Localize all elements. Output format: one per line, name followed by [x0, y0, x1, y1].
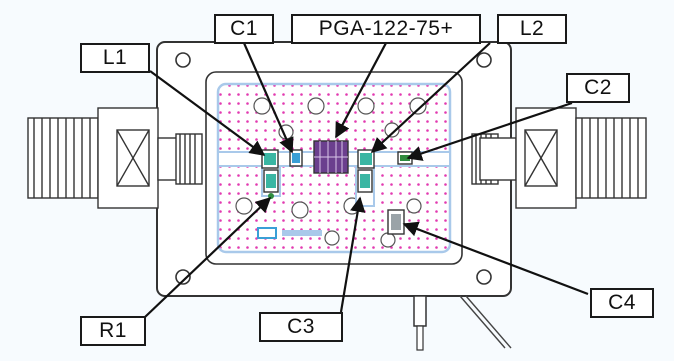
- board-marking-text: [282, 230, 322, 236]
- mounting-hole-icon: [476, 269, 492, 285]
- leader-c3: [339, 196, 366, 313]
- leader-r1: [144, 196, 272, 318]
- label-c1: C1: [214, 14, 274, 44]
- component-ic-pga: [313, 140, 349, 174]
- component-r1: [263, 169, 279, 199]
- label-l1: L1: [80, 43, 150, 73]
- leader-c2: [406, 101, 573, 161]
- component-c3: [357, 169, 373, 193]
- label-c2: C2: [566, 73, 630, 103]
- board-marking: [257, 227, 277, 239]
- mounting-hole-icon: [175, 269, 191, 285]
- component-c4: [387, 209, 405, 235]
- leader-c4: [402, 221, 589, 296]
- component-l1: [261, 149, 279, 169]
- leader-c1: [242, 42, 294, 154]
- label-c4: C4: [590, 288, 654, 318]
- label-part-number: PGA-122-75+: [291, 14, 481, 44]
- mounting-hole-icon: [476, 52, 492, 68]
- label-c3: C3: [259, 312, 343, 342]
- sma-connector-right: [471, 107, 647, 209]
- label-r1: R1: [80, 316, 146, 346]
- label-l2: L2: [497, 14, 567, 44]
- test-pin: [413, 295, 512, 351]
- leader-l1: [149, 70, 266, 156]
- mounting-hole-icon: [175, 52, 191, 68]
- leader-part: [335, 42, 387, 139]
- component-c1: [289, 149, 303, 167]
- leader-l2: [370, 42, 491, 154]
- leader-lines: [144, 42, 589, 318]
- sma-connector-left: [27, 107, 203, 209]
- component-l2: [357, 149, 375, 169]
